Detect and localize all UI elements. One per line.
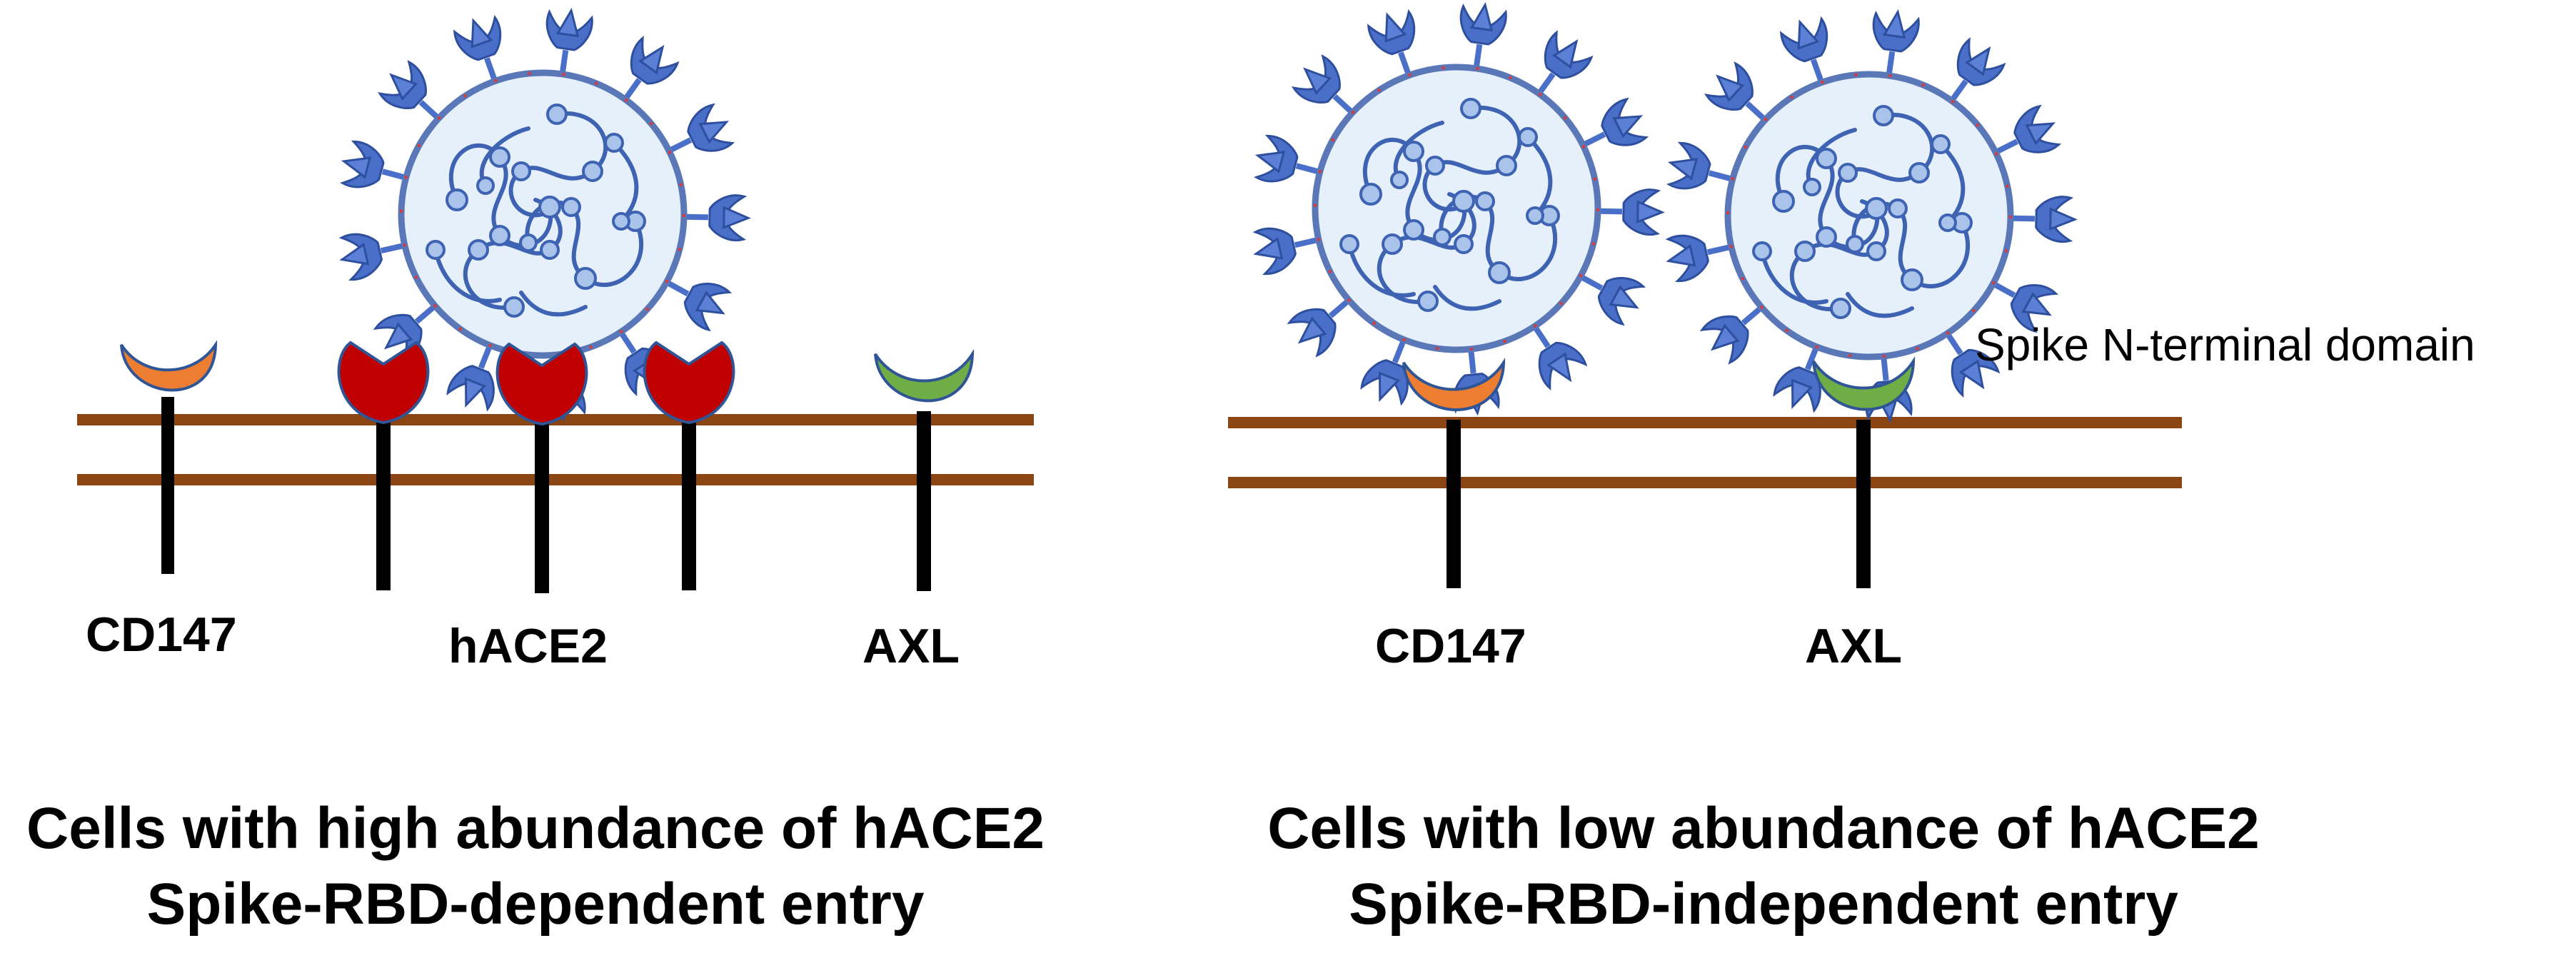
hace2-label: hACE2 xyxy=(448,619,608,673)
right-caption: Cells with low abundance of hACE2 Spike-… xyxy=(1214,791,2313,942)
left-caption: Cells with high abundance of hACE2 Spike… xyxy=(7,791,1064,942)
left-caption-line1: Cells with high abundance of hACE2 xyxy=(26,796,1045,861)
axl-label-left: AXL xyxy=(862,619,960,673)
right-panel xyxy=(1228,1,2182,588)
virion-right-1 xyxy=(1251,1,1662,415)
axl-receptor-right xyxy=(1812,356,1916,588)
right-caption-line2: Spike-RBD-independent entry xyxy=(1349,872,2178,937)
hace2-receptor-3 xyxy=(643,341,735,590)
hace2-receptor-1 xyxy=(337,341,430,590)
axl-label-right: AXL xyxy=(1805,619,1902,673)
cd147-receptor-left xyxy=(120,340,218,574)
axl-receptor-left xyxy=(874,348,975,591)
cd147-label-right: CD147 xyxy=(1375,619,1526,673)
spike-ntd-annotation: Spike N-terminal domain xyxy=(1975,319,2475,370)
right-caption-line1: Cells with low abundance of hACE2 xyxy=(1267,796,2260,861)
cd147-label-left: CD147 xyxy=(86,607,237,662)
left-caption-line2: Spike-RBD-dependent entry xyxy=(146,872,925,937)
hace2-receptor-2 xyxy=(495,342,588,593)
left-panel xyxy=(77,7,1034,593)
cd147-receptor-right xyxy=(1402,357,1506,588)
